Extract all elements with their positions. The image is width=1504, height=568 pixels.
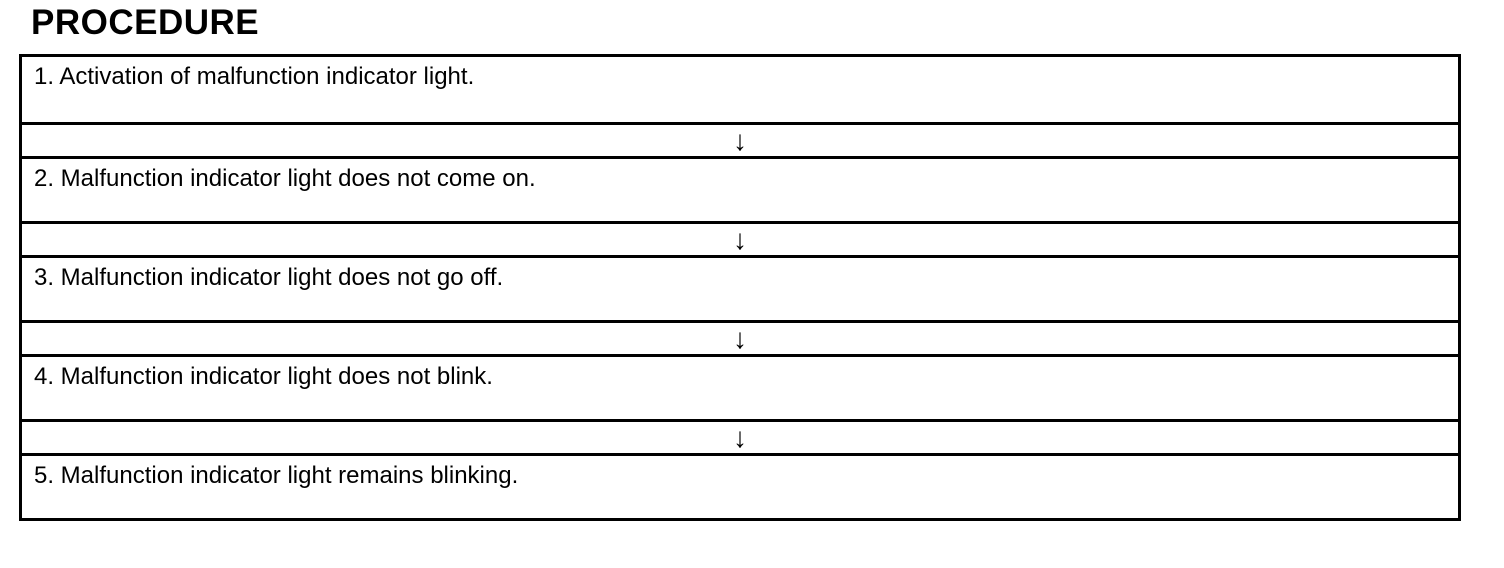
step-1-label: 1. Activation of malfunction indicator l…	[34, 63, 475, 90]
step-5-label: 5. Malfunction indicator light remains b…	[34, 462, 519, 489]
procedure-step-2: 2. Malfunction indicator light does not …	[22, 156, 1458, 221]
down-arrow-icon: ↓	[733, 322, 747, 354]
down-arrow-icon: ↓	[733, 421, 747, 453]
flow-connector-4: ↓	[22, 419, 1458, 453]
step-3-label: 3. Malfunction indicator light does not …	[34, 264, 504, 291]
procedure-step-5: 5. Malfunction indicator light remains b…	[22, 453, 1458, 518]
step-4-label: 4. Malfunction indicator light does not …	[34, 363, 493, 390]
procedure-step-3: 3. Malfunction indicator light does not …	[22, 255, 1458, 320]
flow-connector-3: ↓	[22, 320, 1458, 354]
down-arrow-icon: ↓	[733, 124, 747, 156]
flow-connector-1: ↓	[22, 122, 1458, 156]
step-2-label: 2. Malfunction indicator light does not …	[34, 165, 536, 192]
down-arrow-icon: ↓	[733, 223, 747, 255]
procedure-step-4: 4. Malfunction indicator light does not …	[22, 354, 1458, 419]
procedure-flowchart: 1. Activation of malfunction indicator l…	[19, 54, 1461, 521]
flow-connector-2: ↓	[22, 221, 1458, 255]
page-title: PROCEDURE	[31, 3, 260, 42]
procedure-step-1: 1. Activation of malfunction indicator l…	[22, 57, 1458, 122]
